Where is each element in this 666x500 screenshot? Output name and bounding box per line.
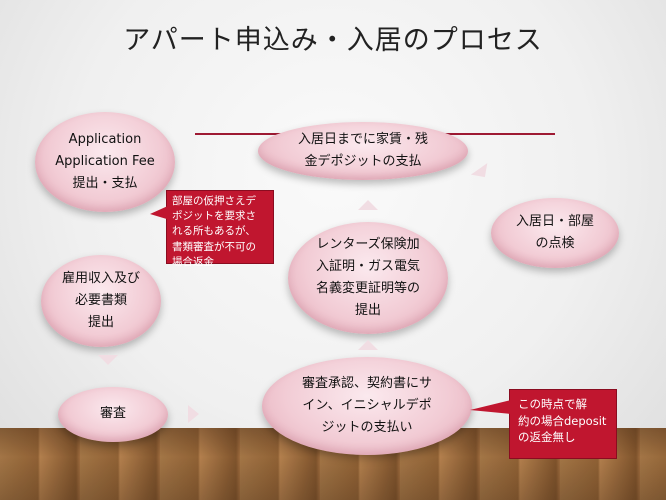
step-documents: 雇用収入及び 必要書類 提出	[41, 255, 161, 347]
step-approval: 審査承認、契約書にサ イン、イニシャルデポ ジットの支払い	[262, 357, 472, 455]
note-hold-deposit: 部屋の仮押さえデ ポジットを要求さ れる所もあるが、 書類審査が不可の 場合返金	[166, 190, 274, 268]
step-application: Application Application Fee 提出・支払	[35, 112, 175, 212]
step-inspection-line2: の点検	[535, 236, 575, 251]
step-application-line3: 提出・支払	[72, 176, 138, 192]
note-hold-line2: ポジットを要求さ	[172, 210, 256, 223]
callout-pointer-deposit	[470, 400, 511, 414]
step-approval-line1: 審査承認、契約書にサ	[301, 375, 432, 391]
step-application-line2: Application Fee	[55, 153, 155, 169]
step-review: 審査	[58, 387, 168, 442]
step-payment-line1: 入居日までに家賃・残	[297, 131, 428, 147]
arrow-review-to-approval	[188, 405, 199, 423]
step-payment: 入居日までに家賃・残 金デポジットの支払	[258, 122, 468, 180]
step-insurance: レンターズ保険加 入証明・ガス電気 名義変更証明等の 提出	[288, 222, 448, 334]
step-inspection-line1: 入居日・部屋	[515, 213, 594, 229]
arrow-payment-to-inspection	[470, 163, 494, 183]
step-payment-line2: 金デポジットの支払	[304, 154, 422, 169]
slide-title: アパート申込み・入居のプロセス	[123, 25, 543, 56]
note-hold-line3: れる所もあるが、	[172, 225, 256, 238]
step-documents-line3: 提出	[87, 315, 114, 331]
arrow-insurance-to-payment	[358, 200, 378, 210]
step-approval-line3: ジットの支払い	[321, 420, 413, 436]
note-deposit-line2: 約の場合deposit	[518, 413, 607, 428]
step-application-line1: Application	[68, 131, 142, 147]
note-hold-line1: 部屋の仮押さえデ	[172, 195, 256, 207]
step-insurance-line1: レンターズ保険加	[316, 236, 420, 252]
note-hold-line5: 場合返金	[172, 255, 214, 268]
arrow-documents-to-review	[98, 355, 118, 365]
step-documents-line1: 雇用収入及び	[61, 270, 140, 286]
step-review-line1: 審査	[99, 406, 126, 422]
step-insurance-line3: 名義変更証明等の	[315, 281, 420, 296]
step-documents-line2: 必要書類	[74, 292, 127, 308]
note-hold-line4: 書類審査が不可の	[172, 240, 256, 253]
note-deposit-nonrefundable: この時点で解 約の場合deposit の返金無し	[509, 389, 617, 459]
step-insurance-line2: 入証明・ガス電気	[315, 258, 420, 274]
step-insurance-line4: 提出	[354, 303, 381, 319]
arrow-approval-to-insurance	[358, 340, 378, 350]
note-deposit-line3: の返金無し	[518, 430, 576, 445]
step-inspection: 入居日・部屋 の点検	[491, 198, 619, 268]
step-approval-line2: イン、イニシャルデポ	[302, 397, 432, 413]
note-deposit-line1: この時点で解	[518, 397, 587, 411]
